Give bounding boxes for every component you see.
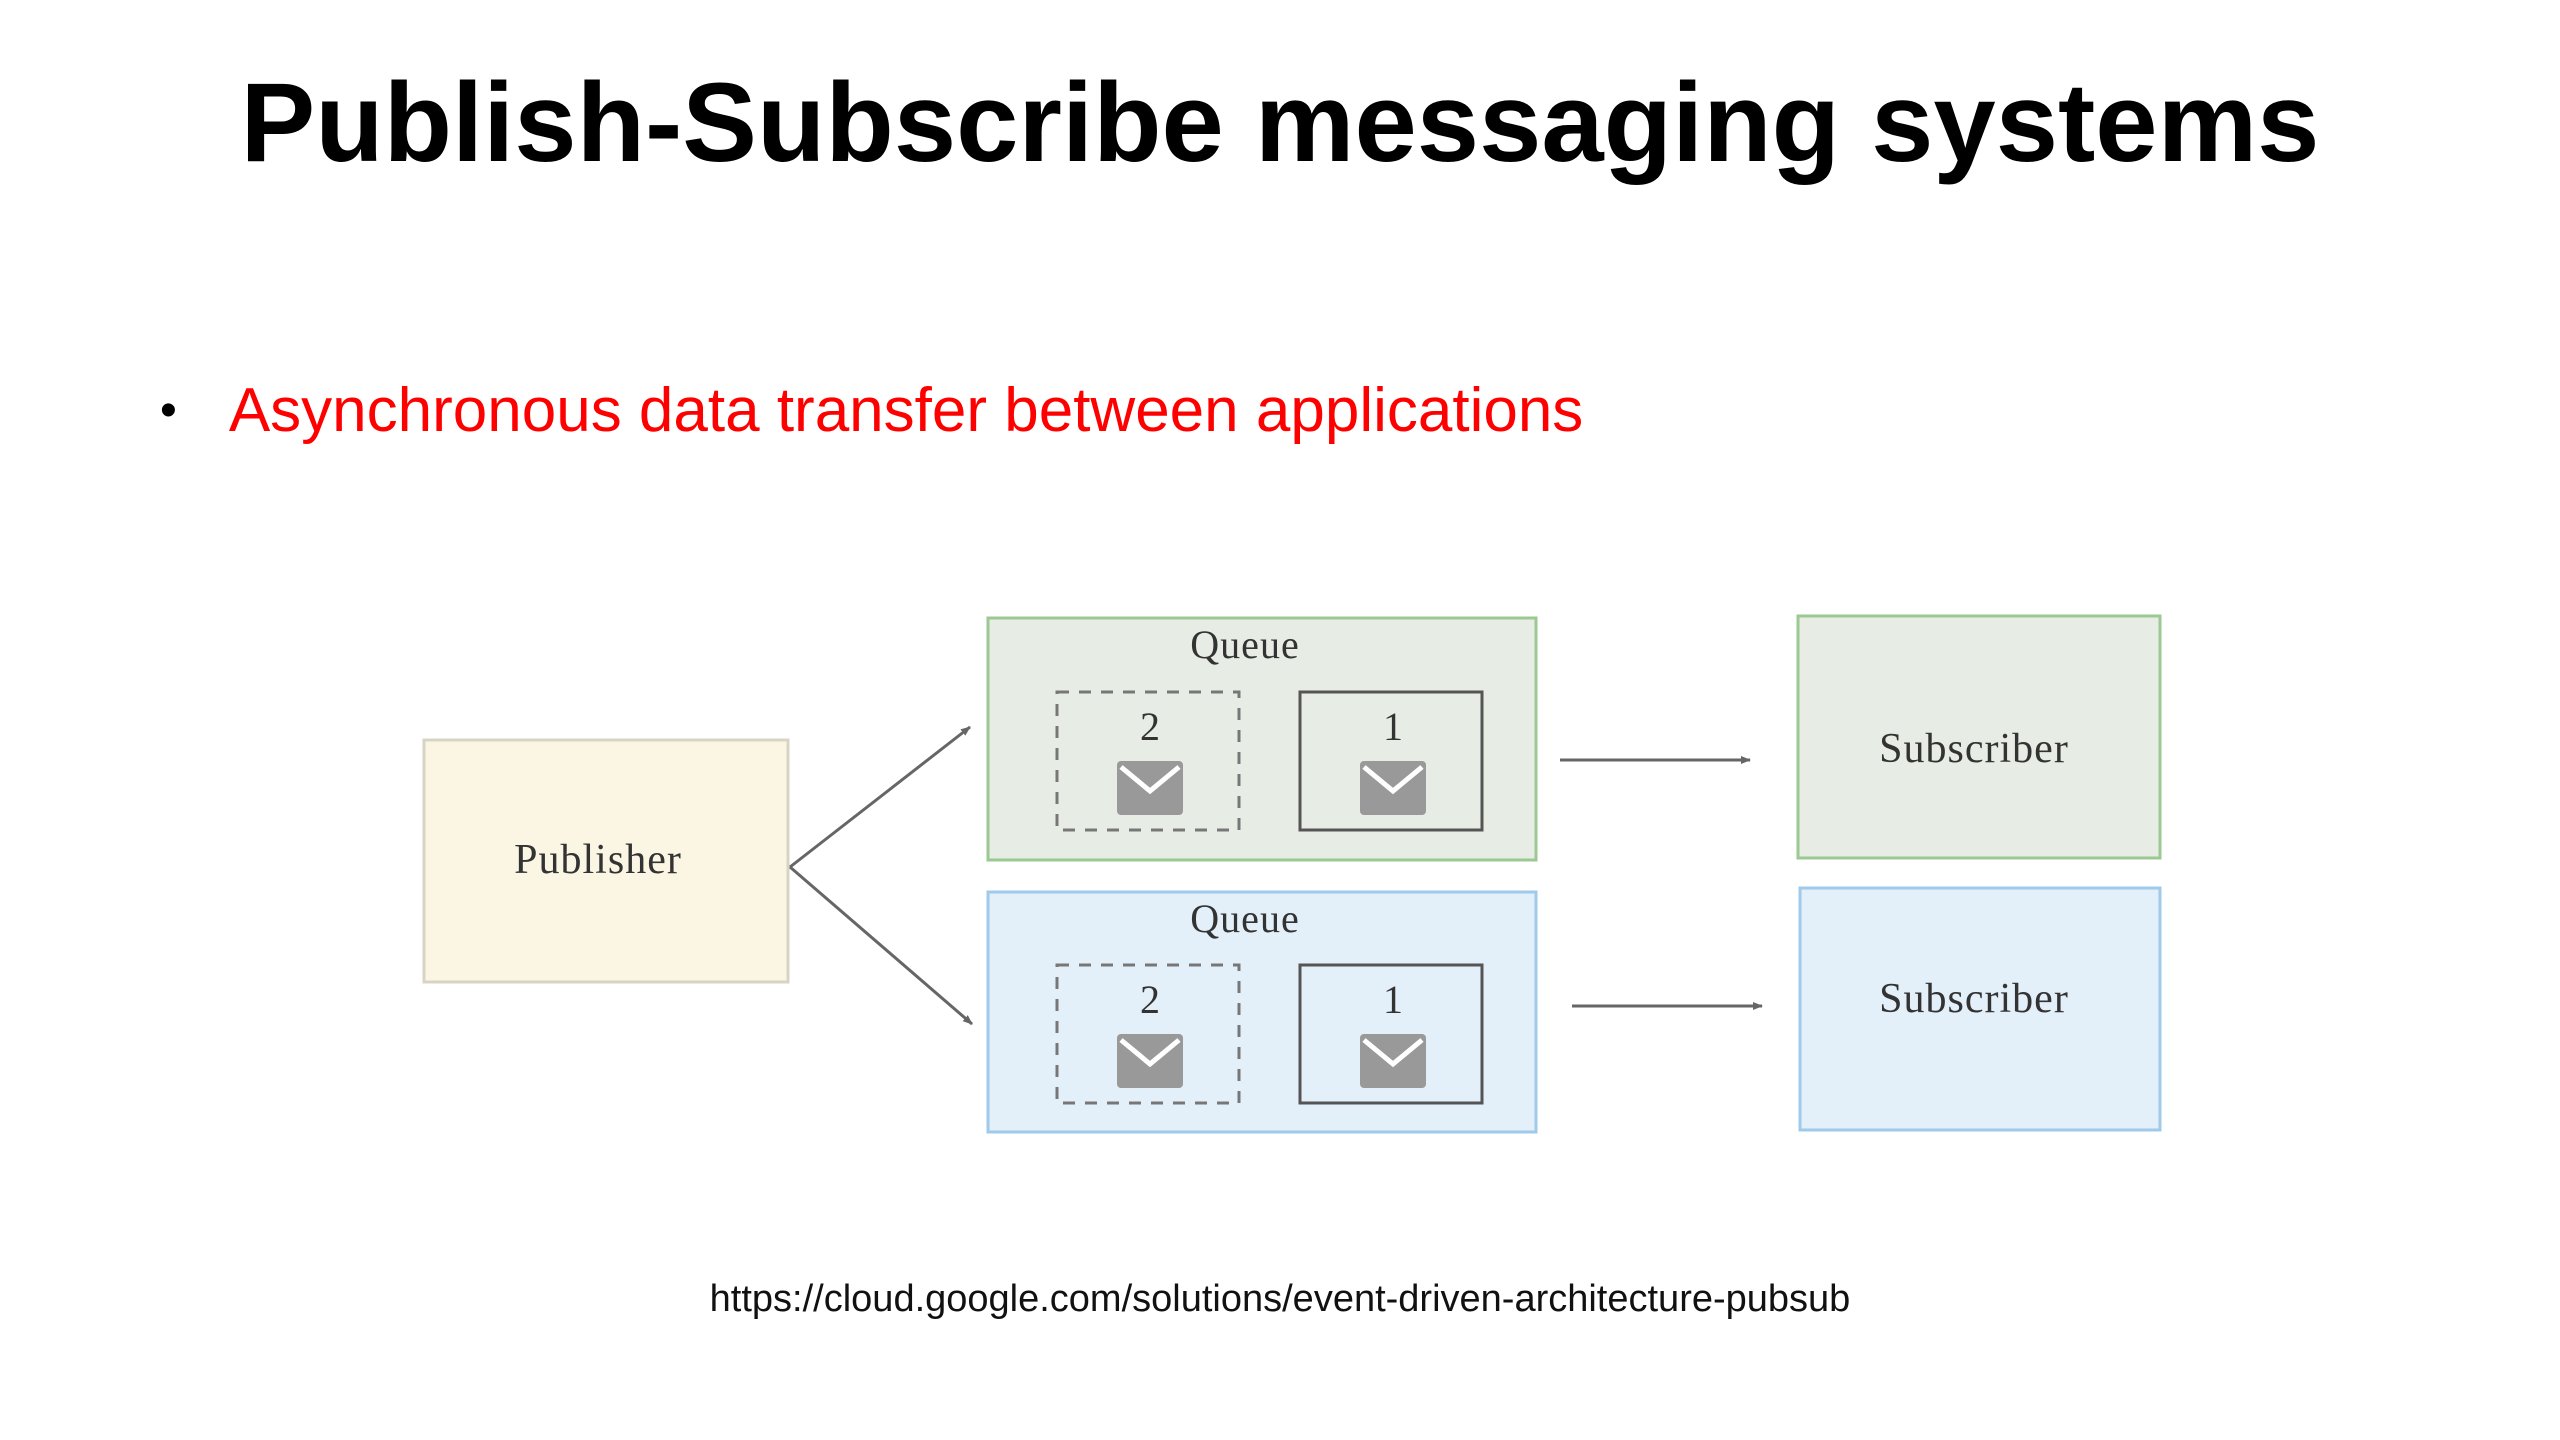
- queue-1-message-1-number: 1: [1383, 704, 1403, 749]
- queue-2-message-1-number: 1: [1383, 977, 1403, 1022]
- publisher-label: Publisher: [514, 837, 682, 883]
- queue-2-message-2-number: 2: [1140, 977, 1160, 1022]
- subscriber-2-label: Subscriber: [1879, 976, 2069, 1022]
- arrow-publisher-to-queue-1: [789, 725, 971, 869]
- envelope-icon: [1360, 1034, 1426, 1088]
- queue-1-label: Queue: [1190, 622, 1299, 667]
- queue-1-message-2-number: 2: [1140, 704, 1160, 749]
- queue-1: Queue 2 1: [986, 616, 1538, 862]
- queue-2-message-1: 1: [1298, 963, 1484, 1105]
- queue-1-message-2: 2: [1055, 690, 1241, 832]
- envelope-icon: [1117, 1034, 1183, 1088]
- bullet-dot: •: [160, 384, 177, 437]
- envelope-icon: [1360, 761, 1426, 815]
- publisher-node: Publisher: [422, 738, 790, 984]
- slide-title: Publish-Subscribe messaging systems: [240, 60, 2320, 185]
- subscriber-1-label: Subscriber: [1879, 726, 2069, 772]
- bullet-item: • Asynchronous data transfer between app…: [160, 380, 1583, 442]
- envelope-icon: [1117, 761, 1183, 815]
- queue-2: Queue 2 1: [986, 890, 1538, 1134]
- queue-1-message-1: 1: [1298, 690, 1484, 832]
- subscriber-2: Subscriber: [1798, 886, 2162, 1132]
- subscriber-1: Subscriber: [1796, 614, 2162, 860]
- queue-2-label: Queue: [1190, 896, 1299, 941]
- bullet-text: Asynchronous data transfer between appli…: [228, 376, 1584, 445]
- queue-2-message-2: 2: [1055, 963, 1241, 1105]
- source-link[interactable]: https://cloud.google.com/solutions/event…: [709, 1278, 1851, 1320]
- arrow-publisher-to-queue-2: [789, 865, 973, 1026]
